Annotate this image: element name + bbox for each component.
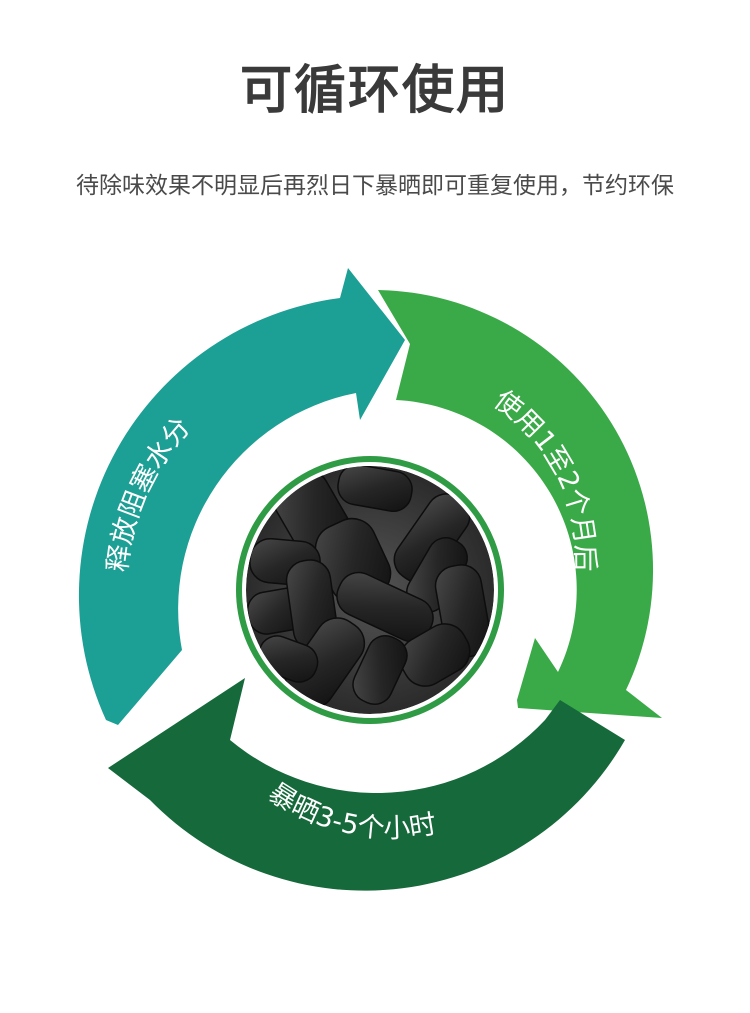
page-title: 可循环使用	[239, 61, 510, 121]
page-subtitle: 待除味效果不明显后再烈日下暴晒即可重复使用，节约环保	[76, 173, 674, 199]
cycle-arrow-green	[378, 290, 662, 718]
cycle-arrow-teal	[78, 268, 405, 725]
cycle-arrow-dark-green	[108, 678, 625, 891]
carbon-pellets-image	[246, 466, 494, 714]
